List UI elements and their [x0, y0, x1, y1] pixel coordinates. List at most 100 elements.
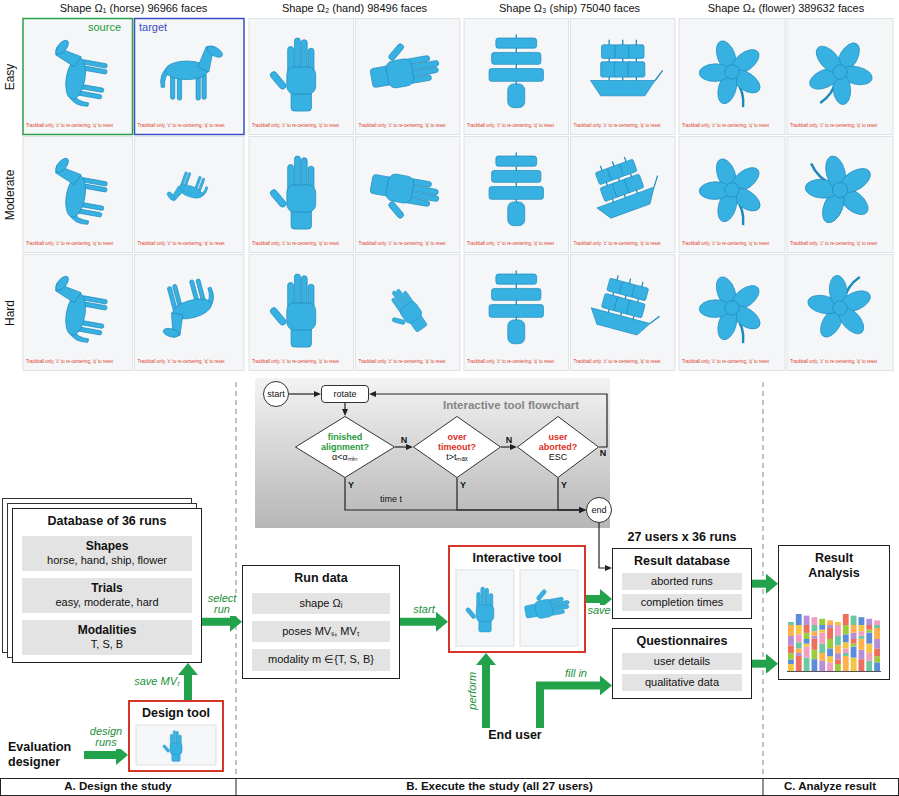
node-title: start [267, 390, 285, 399]
phase-bar [1, 779, 899, 796]
flowchart-backdrop [255, 378, 610, 528]
viewer-hint: Trackball only, 'c' to re-centering, 'q'… [252, 360, 351, 365]
field-box: user details [622, 653, 742, 670]
edge-label: fill in [564, 668, 588, 680]
viewer-hint: Trackball only, 'c' to re-centering, 'q'… [790, 242, 890, 247]
shape-render [489, 271, 543, 344]
edge-label: N [401, 436, 408, 445]
phase-bar-divider [763, 778, 764, 796]
node-title: finished alignment? [318, 432, 372, 452]
shape-render [269, 156, 316, 229]
tool-box: Interactive tool [448, 545, 586, 653]
render-panel [787, 137, 893, 253]
node-text: α<αₘᵢₙ [332, 452, 358, 463]
row-header: Moderate [3, 169, 17, 220]
node-title: Interactive tool [455, 551, 579, 566]
shape-render [378, 285, 430, 341]
flow-arrow [395, 446, 406, 447]
edge-label: save [586, 605, 611, 617]
shape-render [588, 271, 667, 340]
field-box: Shapeshorse, hand, ship, flower [22, 536, 192, 571]
edge-label: Y [460, 481, 466, 490]
shape-render [45, 273, 112, 345]
render-panel [356, 19, 461, 135]
phase-label: A. Design the study [64, 780, 171, 792]
phase-bar-divider [236, 778, 237, 796]
node-title: Run data [252, 571, 390, 586]
render-panel [356, 255, 461, 371]
flow-arrow [344, 403, 345, 409]
column-header: Shape Ω₄ (flower) 389632 faces [708, 2, 864, 14]
node-title: Shapes [26, 540, 188, 554]
shape-render [151, 276, 223, 343]
flowchart-panel: Interactive tool flowchartstartrotatefin… [255, 378, 610, 528]
result-box: 27 users x 36 runsResult databaseaborted… [612, 548, 752, 619]
node-title: poses MVₛ, MVₜ [256, 625, 386, 638]
render-panel [249, 255, 354, 371]
node-title: Modalities [26, 624, 188, 638]
shape-render [45, 155, 112, 227]
render-panel [249, 137, 354, 253]
node-title: Trials [26, 582, 188, 596]
edge-label: N [506, 436, 513, 445]
process-arrow [752, 580, 766, 588]
phase-label: C. Analyze result [784, 780, 876, 792]
render-panel [571, 19, 676, 135]
phase-separator [236, 382, 237, 778]
shape-render [269, 274, 316, 347]
viewer-hint: Trackball only, 'c' to re-centering, 'q'… [359, 360, 458, 365]
shape-render [522, 585, 571, 621]
render-panel [249, 19, 354, 135]
flow-arrow [599, 523, 605, 568]
render-panel [135, 19, 245, 135]
shape-render [45, 37, 112, 109]
render-panel [679, 137, 785, 253]
viewer-hint: Trackball only, 'c' to re-centering, 'q'… [467, 360, 566, 365]
process-arrow [400, 618, 436, 626]
decision-diamond: finished alignment?α<αₘᵢₙ [295, 416, 395, 478]
tool-box: Design tool [128, 700, 224, 772]
node-title: rotate [333, 390, 356, 399]
node-text: Result database [622, 554, 742, 569]
panel-tag: source [88, 21, 121, 33]
field-box: completion times [622, 594, 742, 611]
column-header: Shape Ω₁ (horse) 96966 faces [60, 2, 208, 14]
row-header: Easy [3, 63, 17, 90]
actor-label: End user [470, 728, 560, 743]
viewer-hint: Trackball only, 'c' to re-centering, 'q'… [359, 242, 458, 247]
viewer-hint: Trackball only, 'c' to re-centering, 'q'… [26, 242, 130, 247]
shape-render [787, 137, 890, 240]
edge-label: perform [467, 671, 479, 711]
edge-label: design runs [89, 726, 123, 749]
shape-render [489, 153, 543, 226]
shape-render [161, 44, 225, 100]
node-text: easy, moderate, hard [26, 596, 188, 609]
node-title: Questionnaires [622, 634, 742, 649]
viewer-hint: Trackball only, 'c' to re-centering, 'q'… [682, 242, 782, 247]
viewer-hint: Trackball only, 'c' to re-centering, 'q'… [138, 242, 242, 247]
shape-render [366, 37, 441, 92]
process-arrow [84, 751, 116, 759]
flow-arrow [501, 446, 510, 447]
render-panel [571, 255, 676, 371]
process-arrow [184, 675, 192, 700]
render-panel [787, 19, 893, 135]
field-box: modality m ∈{T, S, B} [252, 649, 390, 670]
flow-note: time t [380, 494, 402, 504]
decision-diamond: over timeout?t>tₘₐₓ [413, 416, 501, 478]
flow-arrow [558, 478, 579, 510]
node-text: horse, hand, ship, flower [26, 554, 188, 567]
shape-render [689, 148, 777, 237]
thumbnail [779, 546, 889, 679]
edge-label: N [600, 449, 607, 458]
flow-arrow [345, 478, 579, 510]
viewer-hint: Trackball only, 'c' to re-centering, 'q'… [26, 360, 130, 365]
process-arrow [540, 685, 600, 728]
shape-render [164, 167, 210, 211]
viewer-hint: Trackball only, 'c' to re-centering, 'q'… [467, 124, 566, 129]
shape-render [584, 149, 666, 222]
analysis-box: Result Analysis [778, 545, 890, 680]
render-panel [23, 19, 133, 135]
node-title: End user [470, 728, 560, 743]
process-box: rotate [321, 385, 369, 403]
